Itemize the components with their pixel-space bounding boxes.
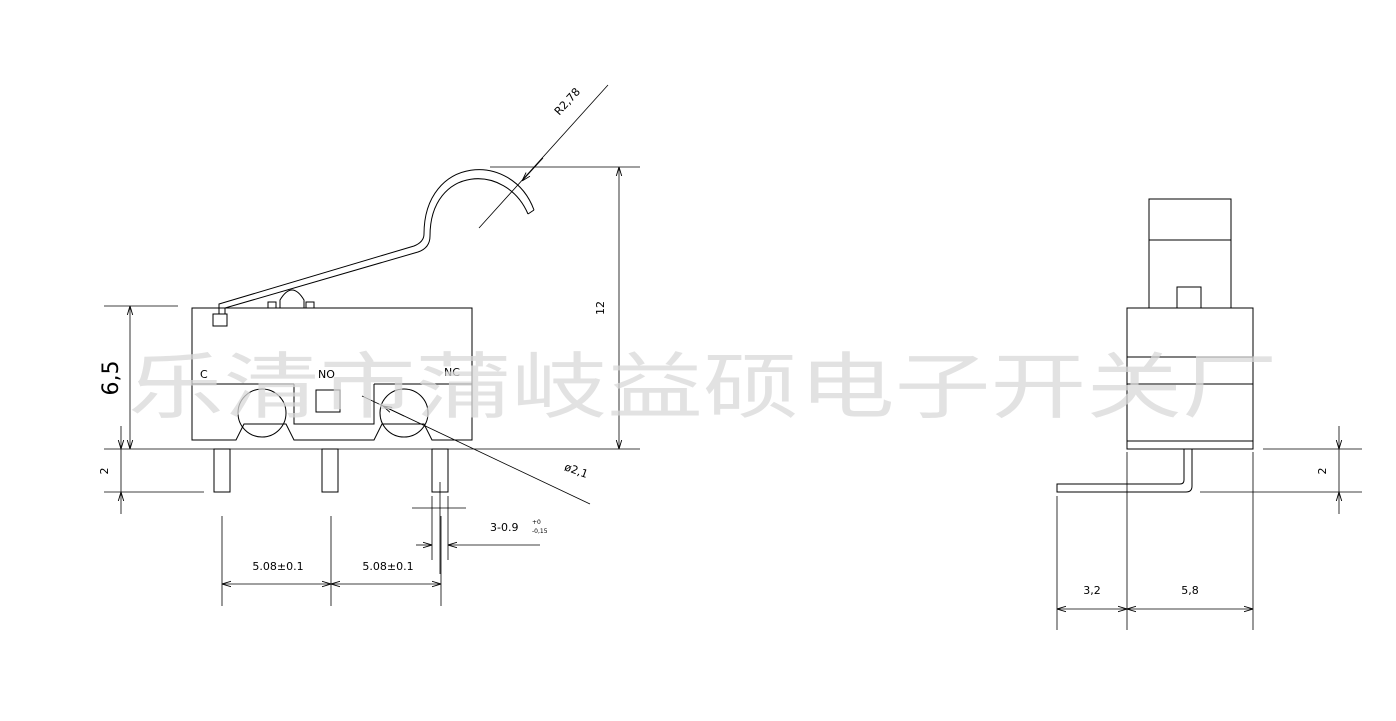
dim-pitch-left-label: 5.08±0.1	[252, 560, 303, 573]
side-bent-pin	[1056, 449, 1193, 493]
pin-no	[321, 448, 339, 493]
front-view: C NO NC 6,5 2 12 R2,78 ø2,1 5.08±0.1 5	[98, 84, 640, 606]
side-view: 2 3,2 5,8	[1056, 198, 1362, 630]
side-body	[1126, 307, 1254, 450]
lever	[218, 169, 535, 314]
lever-inner	[224, 178, 529, 314]
no-window	[315, 389, 341, 413]
dim-pitch-right-label: 5.08±0.1	[362, 560, 413, 573]
watermark-text: 乐清市蒲岐益硕电子开关厂	[128, 345, 1278, 429]
terminal-nc-label: NC	[444, 366, 460, 379]
terminal-no-label: NO	[318, 368, 335, 381]
terminal-c-label: C	[200, 368, 208, 381]
lever-pivot	[212, 313, 228, 327]
side-lever-housing	[1148, 198, 1232, 309]
mounting-hole-left	[237, 388, 287, 438]
dim-pin-width-label: 3-0.9	[490, 521, 518, 534]
side-dim-width-label: 5,8	[1181, 584, 1199, 597]
plunger-tab-right	[305, 301, 315, 309]
radius-label: R2,78	[552, 85, 583, 118]
side-dim-pin-length-label: 2	[1316, 468, 1329, 475]
radius-leader	[478, 84, 609, 229]
mounting-hole-right	[379, 388, 429, 438]
center-slot	[293, 384, 375, 425]
dim-height-label: 6,5	[99, 361, 124, 396]
side-dim-offset-label: 3,2	[1083, 584, 1101, 597]
side-plunger	[1176, 286, 1202, 309]
pin-c	[213, 448, 231, 493]
tol-lower-label: -0,15	[532, 528, 548, 535]
lever-tip	[527, 209, 535, 215]
plunger	[279, 289, 305, 308]
tol-upper-label: +0	[532, 519, 541, 526]
dim-overall-label: 12	[594, 301, 607, 315]
hole-diameter-label: ø2,1	[563, 460, 590, 481]
dim-pin-length-label: 2	[98, 468, 111, 475]
plunger-tab-left	[267, 301, 277, 309]
switch-body	[191, 307, 473, 441]
